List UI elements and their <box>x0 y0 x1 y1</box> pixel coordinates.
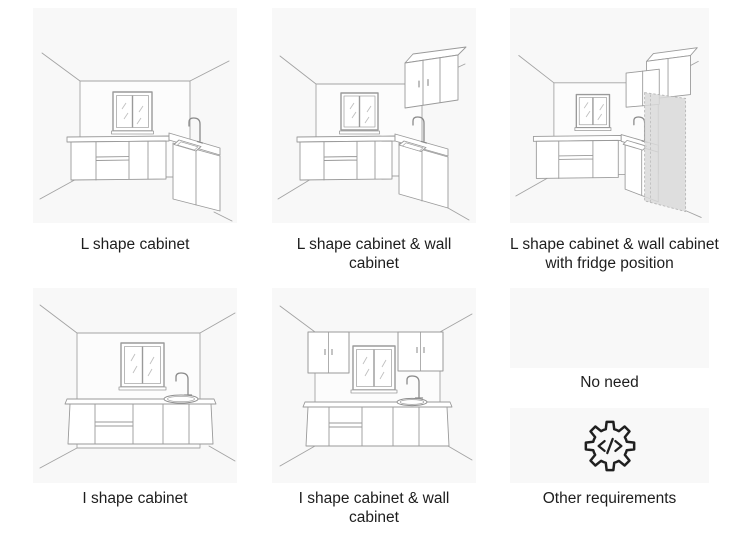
option-label: I shape cabinet & wall cabinet <box>272 489 476 527</box>
option-label-line-2: with fridge position <box>545 255 674 272</box>
option-label-line-1: Other requirements <box>542 490 677 507</box>
option-l-shape-cabinet-wall-cabinet[interactable]: L shape cabinet & wall cabinet <box>272 8 476 273</box>
option-label: I shape cabinet <box>33 489 237 508</box>
option-label: No need <box>510 373 709 392</box>
i-shape-cabinet-drawing <box>33 288 237 483</box>
option-label-line-1: L shape cabinet & wall <box>296 236 452 253</box>
option-i-shape-cabinet-wall-cabinet[interactable]: I shape cabinet & wall cabinet <box>272 288 476 527</box>
option-label-line-2: cabinet <box>349 509 399 526</box>
no-need-placeholder <box>510 288 709 368</box>
option-i-shape-cabinet[interactable]: I shape cabinet <box>33 288 237 508</box>
option-l-shape-cabinet-wall-cabinet-fridge[interactable]: L shape cabinet & wall cabinet with frid… <box>510 8 719 273</box>
option-l-shape-cabinet[interactable]: L shape cabinet <box>33 8 237 254</box>
l-shape-wall-fridge-drawing <box>510 8 709 223</box>
other-requirements-tile <box>510 408 709 483</box>
option-label: L shape cabinet <box>33 235 237 254</box>
option-label-line-1: No need <box>580 374 639 391</box>
option-label: L shape cabinet & wall cabinet with frid… <box>510 235 719 273</box>
option-label-line-2: cabinet <box>349 255 399 272</box>
option-label-line-1: L shape cabinet & wall cabinet <box>510 236 719 253</box>
option-no-need[interactable]: No need <box>510 288 709 392</box>
option-label: Other requirements <box>510 489 709 508</box>
l-shape-wall-fridge-kitchen-illustration <box>515 47 702 218</box>
option-label-line-1: L shape cabinet <box>80 236 190 253</box>
l-shape-cabinet-drawing <box>33 8 237 223</box>
i-shape-wall-cabinet-drawing <box>272 288 476 483</box>
l-shape-wall-cabinet-drawing <box>272 8 476 223</box>
option-label-line-1: I shape cabinet & wall <box>298 490 450 507</box>
i-shape-wall-kitchen-illustration <box>279 305 473 467</box>
option-other-requirements[interactable]: Other requirements <box>510 408 709 508</box>
option-label-line-1: I shape cabinet <box>82 490 188 507</box>
l-shape-kitchen-illustration <box>39 52 233 222</box>
l-shape-wall-kitchen-illustration <box>277 46 470 221</box>
i-shape-kitchen-illustration <box>39 304 236 469</box>
option-label: L shape cabinet & wall cabinet <box>272 235 476 273</box>
gear-code-icon <box>584 420 635 471</box>
